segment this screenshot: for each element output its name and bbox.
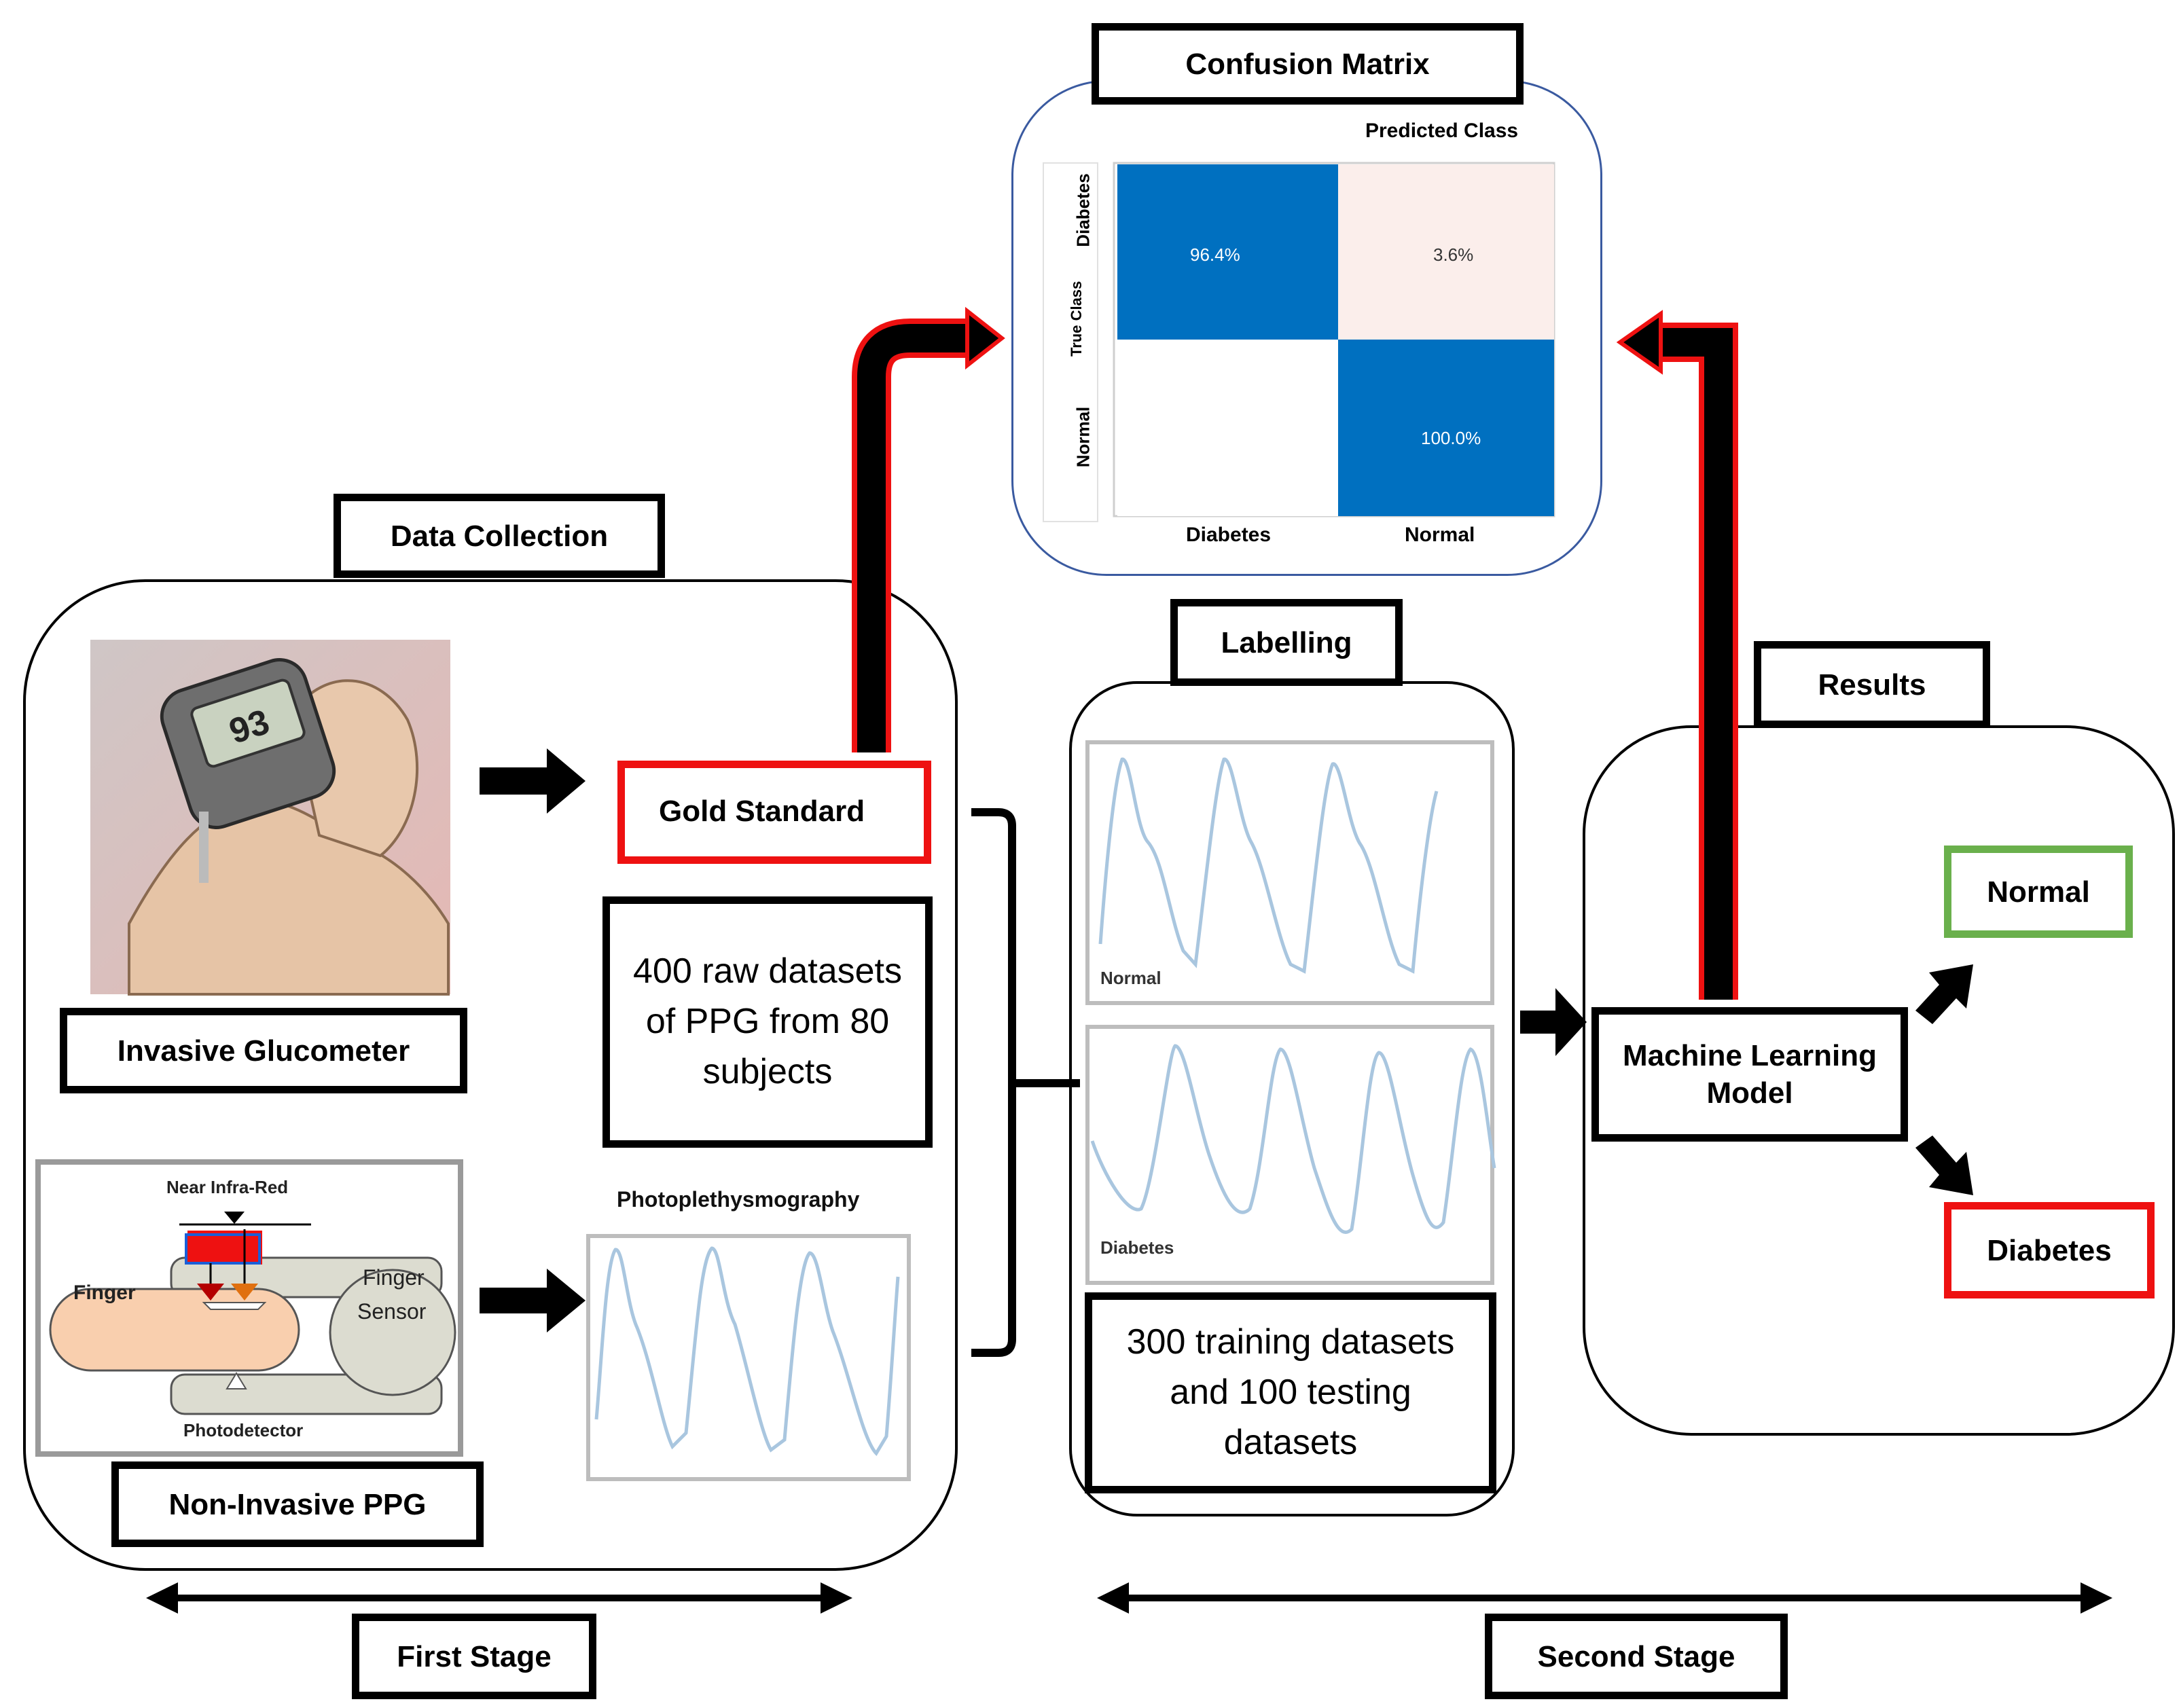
cm-row-label-diabetes: Diabetes — [1073, 173, 1094, 247]
dataset-brace — [971, 808, 1080, 1357]
ppg-title: Photoplethysmography — [617, 1187, 860, 1212]
cm-cell-fn — [1338, 164, 1554, 340]
predicted-class-label: Predicted Class — [1365, 120, 1519, 142]
finger-sensor-label-2: Sensor — [357, 1299, 427, 1324]
ppg-waveform — [594, 1246, 900, 1457]
labelling-title: Labelling — [1170, 599, 1403, 686]
raw-datasets-box: 400 raw datasets of PPG from 80 subjects — [602, 896, 933, 1148]
second-stage-label: Second Stage — [1485, 1614, 1788, 1699]
normal-waveform — [1098, 757, 1439, 974]
finger-sensor-label-1: Finger — [363, 1265, 425, 1290]
near-ir-label: Near Infra-Red — [166, 1177, 288, 1197]
non-invasive-ppg-label: Non-Invasive PPG — [111, 1461, 484, 1547]
arrow-gold-to-matrix — [852, 319, 971, 752]
finger-label: Finger — [73, 1282, 136, 1304]
cm-cell-tn — [1338, 340, 1554, 516]
result-diabetes-box: Diabetes — [1944, 1202, 2155, 1298]
ppg-sensor-diagram — [35, 1159, 463, 1457]
cm-row-label-normal: Normal — [1073, 406, 1094, 468]
glucometer-image — [90, 640, 450, 996]
ml-model-box: Machine Learning Model — [1591, 1007, 1908, 1142]
cm-col-label-normal: Normal — [1405, 524, 1475, 546]
ppg-plot-frame — [586, 1234, 911, 1481]
cm-value-fn: 3.6% — [1433, 244, 1474, 265]
gold-standard-box: Gold Standard — [617, 761, 931, 864]
confusion-matrix-title: Confusion Matrix — [1092, 23, 1524, 105]
cm-value-tn: 100.0% — [1421, 428, 1481, 448]
confusion-matrix-grid — [1043, 162, 1555, 522]
train-test-split-box: 300 training datasets and 100 testing da… — [1085, 1292, 1496, 1493]
cm-true-class-label: True Class — [1068, 280, 1085, 357]
cm-col-label-diabetes: Diabetes — [1186, 524, 1272, 546]
cm-cell-fp — [1117, 340, 1338, 516]
flow-arrows — [480, 748, 1973, 1332]
data-collection-title: Data Collection — [334, 494, 665, 578]
normal-plot-label: Normal — [1100, 968, 1161, 988]
result-normal-box: Normal — [1944, 846, 2133, 938]
cm-value-tp: 96.4% — [1190, 244, 1240, 265]
photodetector-label: Photodetector — [183, 1420, 303, 1440]
first-stage-label: First Stage — [352, 1614, 596, 1699]
results-title: Results — [1754, 641, 1990, 728]
diabetes-waveform — [1090, 1044, 1496, 1234]
cm-cell-tp — [1117, 164, 1338, 340]
diabetes-plot-label: Diabetes — [1100, 1237, 1174, 1258]
invasive-glucometer-label: Invasive Glucometer — [60, 1008, 467, 1093]
